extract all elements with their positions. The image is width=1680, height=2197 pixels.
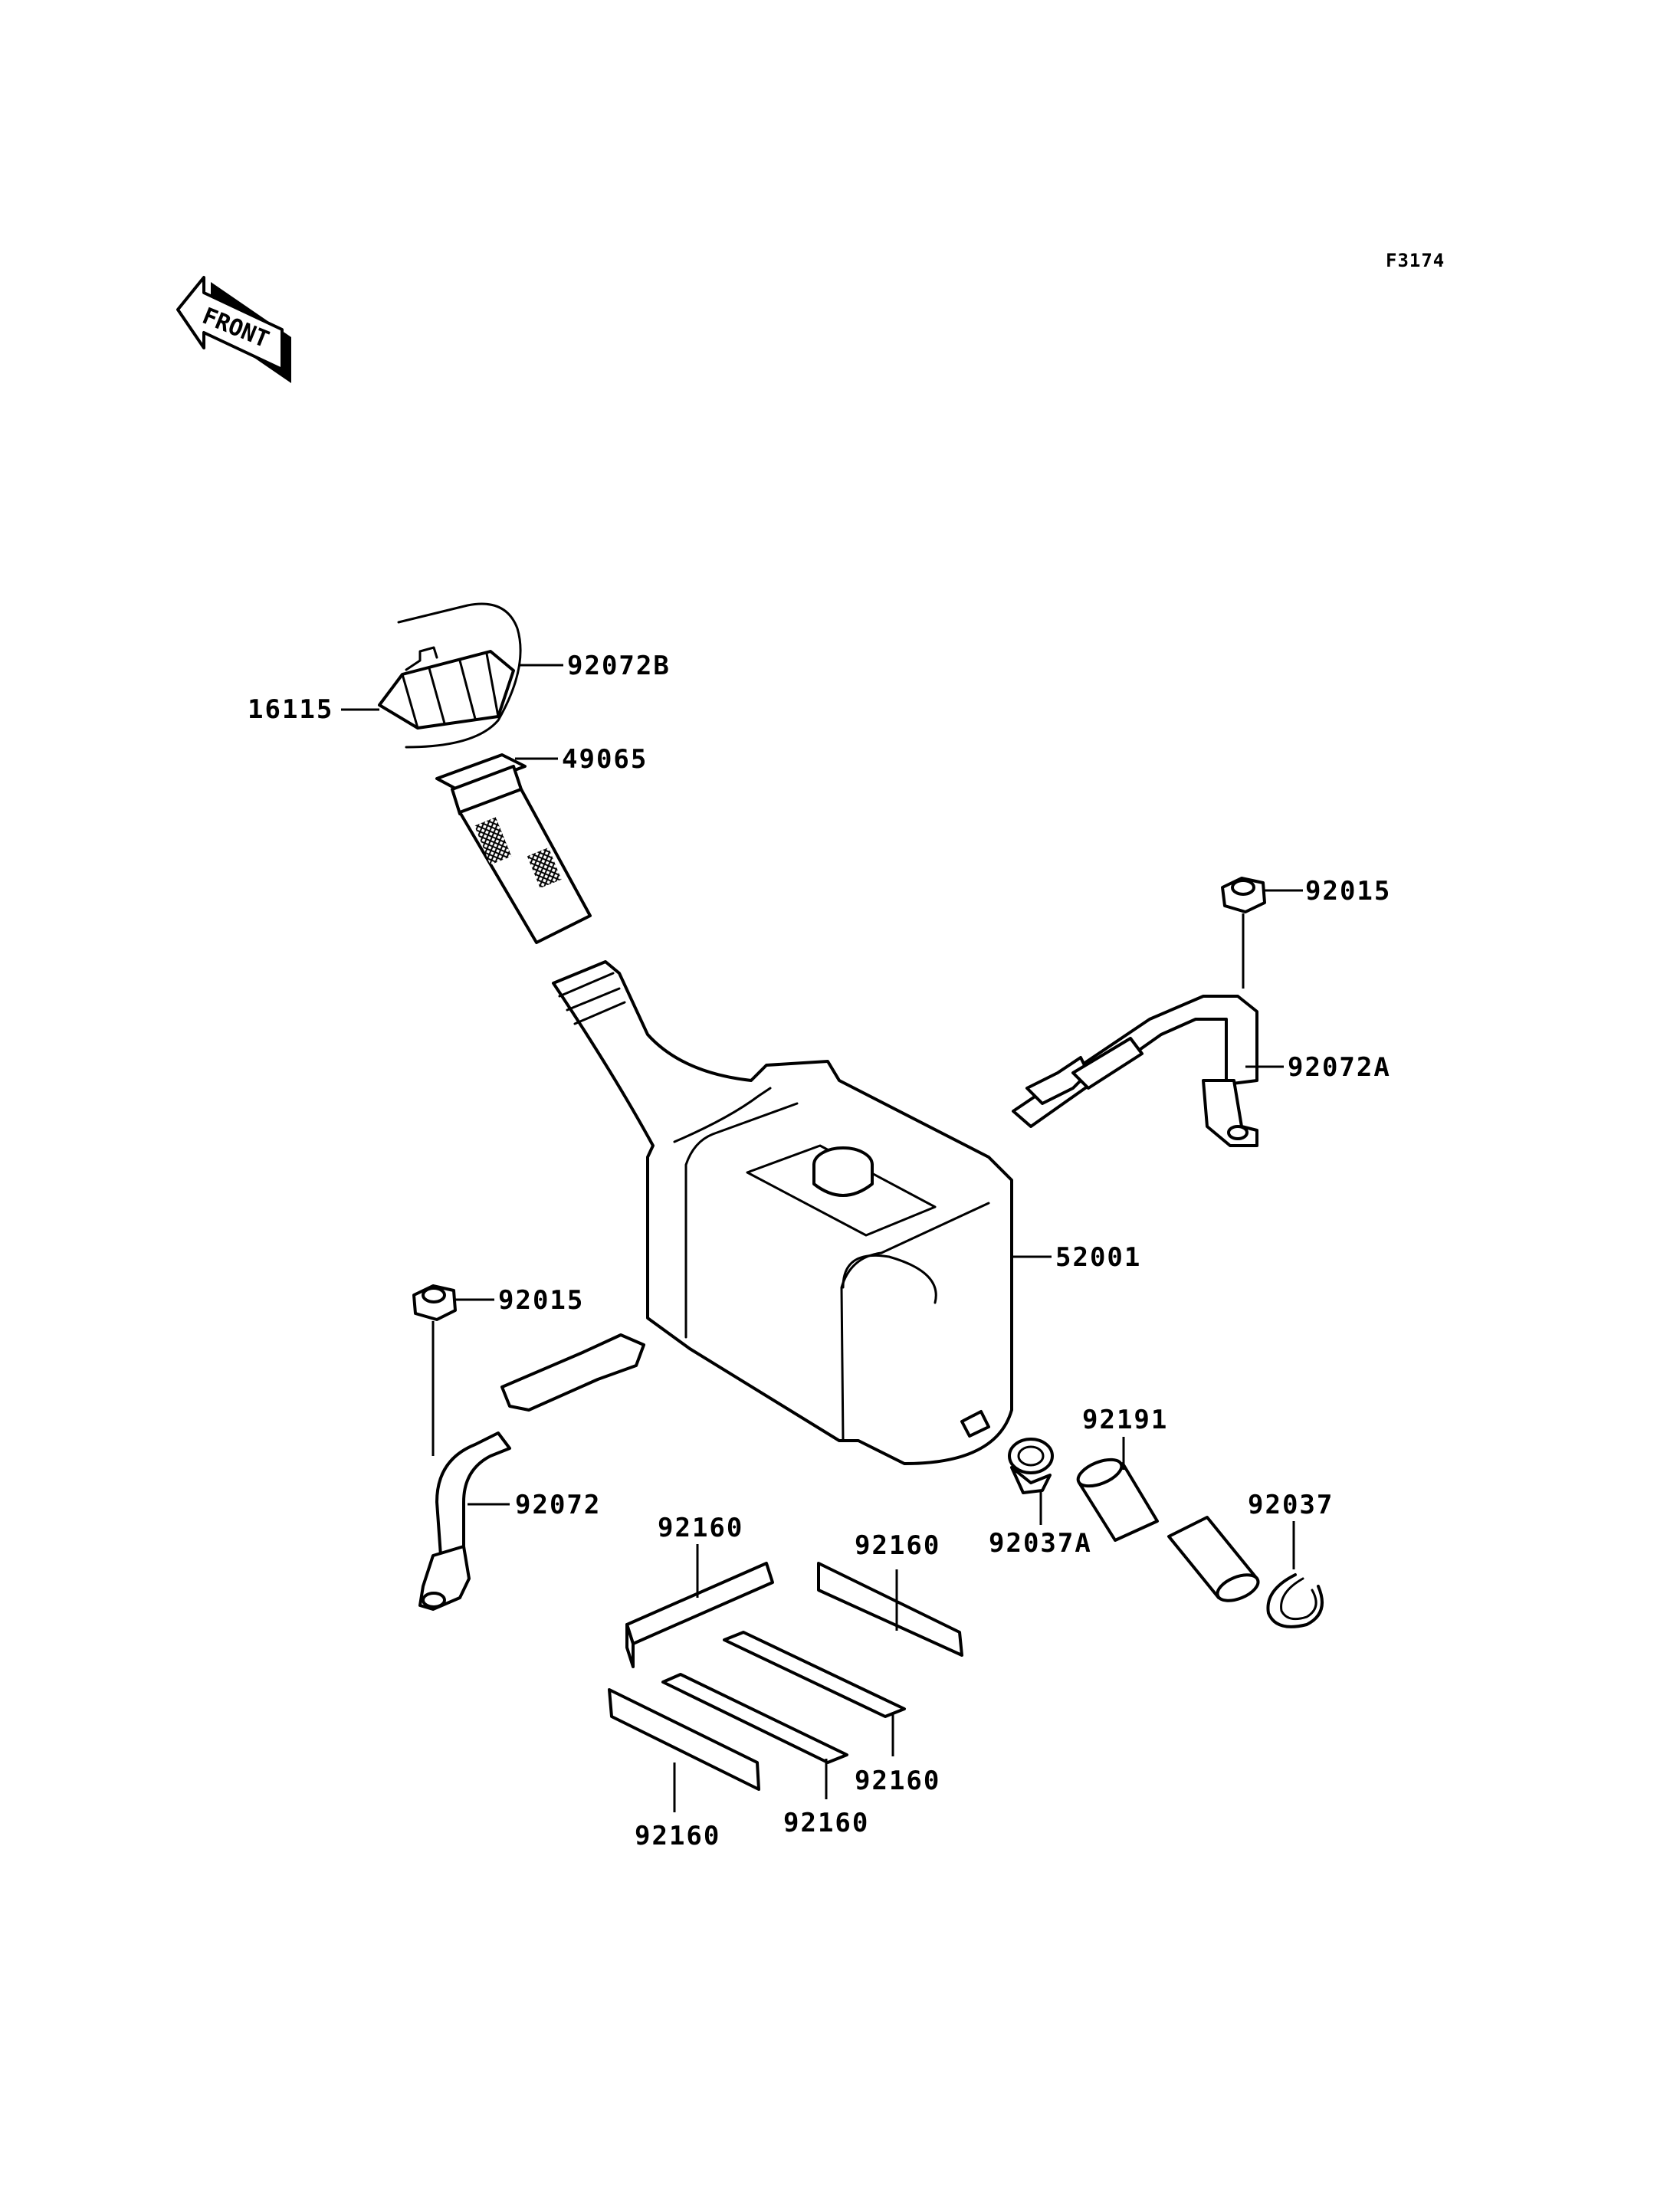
label-92191: 92191 [1082, 1405, 1168, 1435]
label-92037: 92037 [1248, 1490, 1334, 1520]
filter-strainer-part [435, 753, 592, 944]
oil-tank-part [552, 960, 1013, 1465]
nut-right-part [1221, 877, 1266, 913]
label-92072: 92072 [515, 1490, 601, 1520]
strap-right-part [1012, 995, 1258, 1147]
label-92160-a: 92160 [658, 1513, 743, 1543]
label-92160-b: 92160 [855, 1530, 940, 1561]
rubber-pad-b-part [817, 1562, 963, 1657]
label-92037A: 92037A [989, 1528, 1092, 1559]
band-clamp-part [1266, 1573, 1324, 1628]
hose-clamp-small-part [1008, 1438, 1054, 1494]
fuel-cap-part [378, 646, 515, 730]
rubber-pad-d-part [661, 1673, 848, 1764]
label-16115: 16115 [248, 694, 333, 725]
rubber-pad-e-part [608, 1688, 760, 1791]
nut-left-part [412, 1284, 457, 1321]
cap-band-part [397, 602, 522, 749]
strap-left-part [418, 1333, 645, 1611]
hose-part [1076, 1458, 1260, 1602]
label-92160-c: 92160 [855, 1766, 940, 1796]
label-49065: 49065 [562, 744, 648, 775]
label-92015-right: 92015 [1305, 876, 1391, 907]
label-92015-left: 92015 [498, 1285, 584, 1316]
figure-code: F3174 [1386, 250, 1445, 271]
rubber-pad-a-part [625, 1562, 774, 1668]
rubber-pad-c-part [723, 1631, 906, 1718]
label-92072B: 92072B [567, 651, 671, 681]
label-92160-e: 92160 [635, 1821, 720, 1851]
label-52001: 52001 [1055, 1242, 1141, 1273]
label-92160-d: 92160 [783, 1808, 869, 1838]
label-92072A: 92072A [1288, 1052, 1391, 1083]
front-arrow-icon: FRONT [176, 276, 291, 383]
